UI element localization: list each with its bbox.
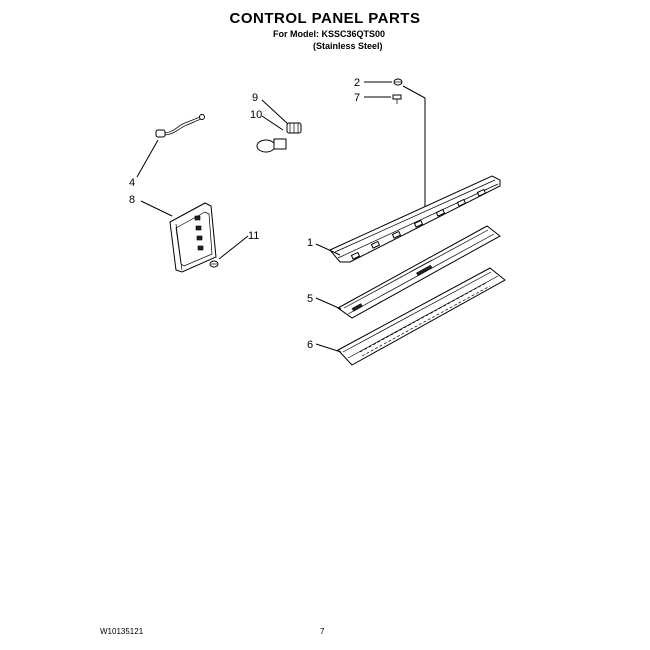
trim-strip-part-5	[337, 225, 501, 319]
callout-9: 9	[252, 92, 258, 104]
callout-5: 5	[307, 293, 313, 305]
screw-part-11	[209, 260, 219, 268]
wire-harness-part-4	[155, 114, 205, 138]
lamp-socket-part-9	[286, 122, 302, 134]
callout-6: 6	[307, 339, 313, 351]
screw-part-2	[393, 78, 403, 86]
grille-strip-part-6	[337, 267, 506, 366]
control-panel-channel-part-1	[329, 175, 501, 263]
callout-11: 11	[248, 230, 259, 242]
callout-2: 2	[354, 77, 360, 89]
callout-4: 4	[129, 177, 135, 189]
page-title: CONTROL PANEL PARTS	[229, 10, 421, 27]
callout-10: 10	[250, 109, 262, 121]
callout-1: 1	[307, 237, 313, 249]
doc-code: W10135121	[100, 627, 144, 636]
page-number: 7	[320, 627, 325, 636]
screw-part-7	[392, 94, 402, 104]
callout-8: 8	[129, 194, 135, 206]
model-line: For Model: KSSC36QTS00	[273, 29, 386, 39]
variant-line: (Stainless Steel)	[313, 41, 383, 51]
keypad-bracket-part-8	[169, 202, 217, 273]
callout-7: 7	[354, 92, 360, 104]
lamp-bulb-part-10	[256, 138, 287, 153]
